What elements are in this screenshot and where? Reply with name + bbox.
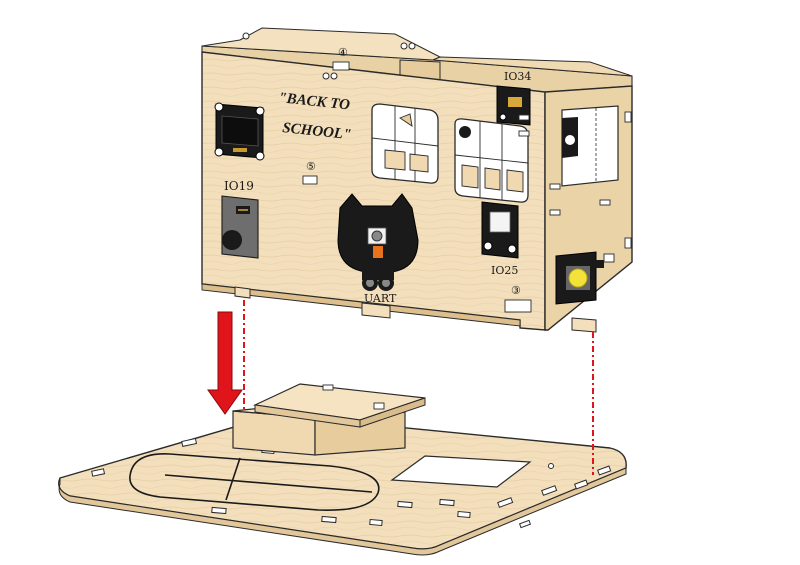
step-mark-top: ④: [338, 46, 348, 59]
button-module: [555, 251, 604, 305]
label-io19: IO19: [224, 179, 254, 193]
buzzer-module: [221, 195, 259, 259]
step-mark-left: ⑤: [306, 160, 316, 173]
label-io34: IO34: [504, 70, 531, 83]
track-outline: [129, 453, 380, 511]
plate-cutout: [390, 455, 532, 488]
classroom-window-right: [454, 118, 529, 203]
platform-block: [232, 383, 426, 456]
oled-display-module: [214, 102, 265, 161]
step-mark-right: ③: [511, 284, 521, 297]
down-arrow-icon: [207, 311, 243, 415]
alignment-guides: [243, 300, 594, 475]
sign-line-1: "BACK TO: [278, 90, 351, 113]
label-uart: UART: [364, 292, 397, 305]
classroom-window-left: [371, 103, 439, 184]
io25-sensor-module: [481, 201, 519, 259]
house-body: "BACK TO SCHOOL": [201, 27, 633, 333]
cat-camera-module: [337, 193, 419, 291]
base-plate: [58, 383, 627, 556]
label-io25: IO25: [491, 264, 518, 277]
sign-line-2: SCHOOL": [282, 120, 352, 143]
